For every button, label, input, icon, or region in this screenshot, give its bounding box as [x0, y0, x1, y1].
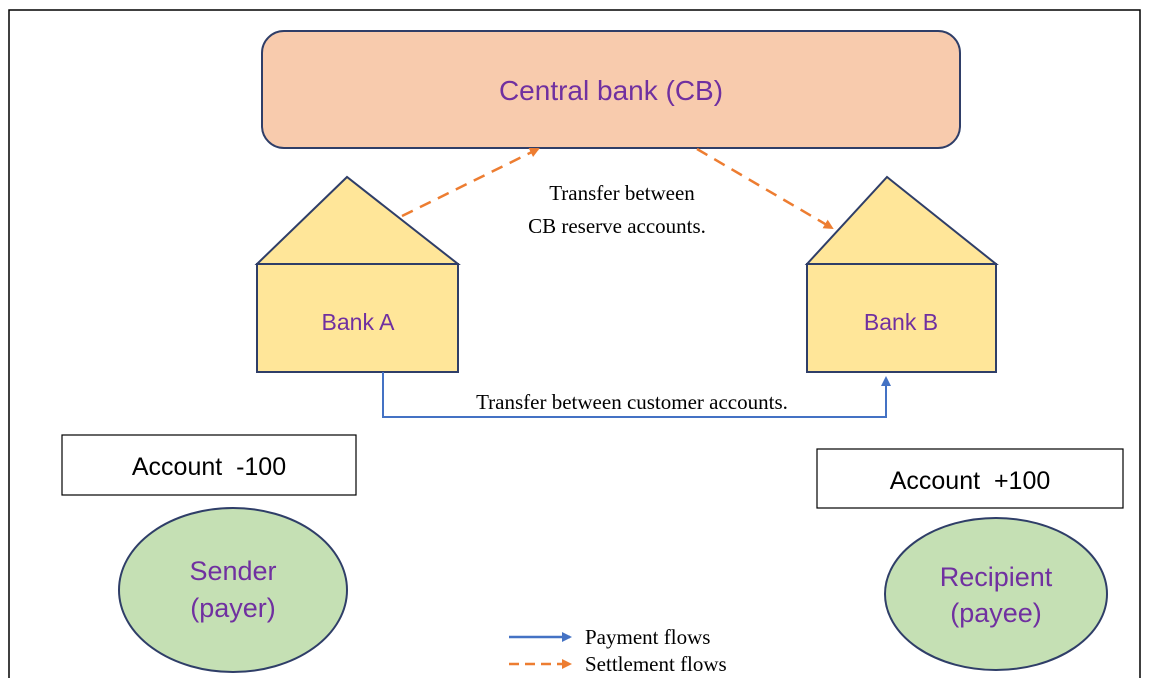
frame-border — [8, 9, 1141, 678]
recipient-account-node: Account +100 — [816, 448, 1124, 509]
recipient-account-box — [816, 448, 1124, 509]
sender-account-label: Account -100 — [132, 453, 286, 481]
recipient-label-line2: (payee) — [950, 598, 1042, 628]
sender-label-line1: Sender — [189, 556, 276, 586]
sender-label-line2: (payer) — [190, 593, 276, 623]
settlement-arrow-bank-a-to-cb — [401, 147, 540, 218]
bank-b-node: Bank B — [804, 175, 999, 373]
sender-account-node: Account -100 — [61, 434, 357, 496]
reserve-transfer-line1: Transfer between — [549, 181, 695, 205]
sender-ellipse — [118, 507, 348, 673]
legend-settlement-label: Settlement flows — [585, 652, 727, 676]
bank-b-body — [806, 263, 997, 373]
payment-arrow-bank-a-to-bank-b — [382, 372, 891, 418]
bank-a-node: Bank A — [254, 175, 461, 373]
reserve-transfer-line2: CB reserve accounts. — [528, 214, 706, 238]
bank-b-label: Bank B — [864, 309, 938, 335]
legend: Payment flows Settlement flows — [509, 625, 727, 676]
legend-payment-label: Payment flows — [585, 625, 710, 649]
recipient-ellipse — [884, 517, 1108, 671]
sender-node: Sender (payer) — [118, 507, 348, 673]
bank-a-label: Bank A — [322, 309, 396, 335]
recipient-node: Recipient (payee) — [884, 517, 1108, 671]
bank-b-roof — [804, 175, 999, 265]
settlement-arrow-cb-to-bank-b — [696, 147, 834, 230]
recipient-label-line1: Recipient — [940, 562, 1053, 592]
bank-a-roof — [254, 175, 461, 265]
bank-a-body — [256, 263, 459, 373]
central-bank-box — [261, 30, 961, 149]
customer-transfer-label: Transfer between customer accounts. — [476, 390, 788, 414]
central-bank-node: Central bank (CB) — [261, 30, 961, 149]
central-bank-label: Central bank (CB) — [499, 75, 723, 106]
sender-account-box — [61, 434, 357, 496]
recipient-account-label: Account +100 — [890, 467, 1051, 495]
